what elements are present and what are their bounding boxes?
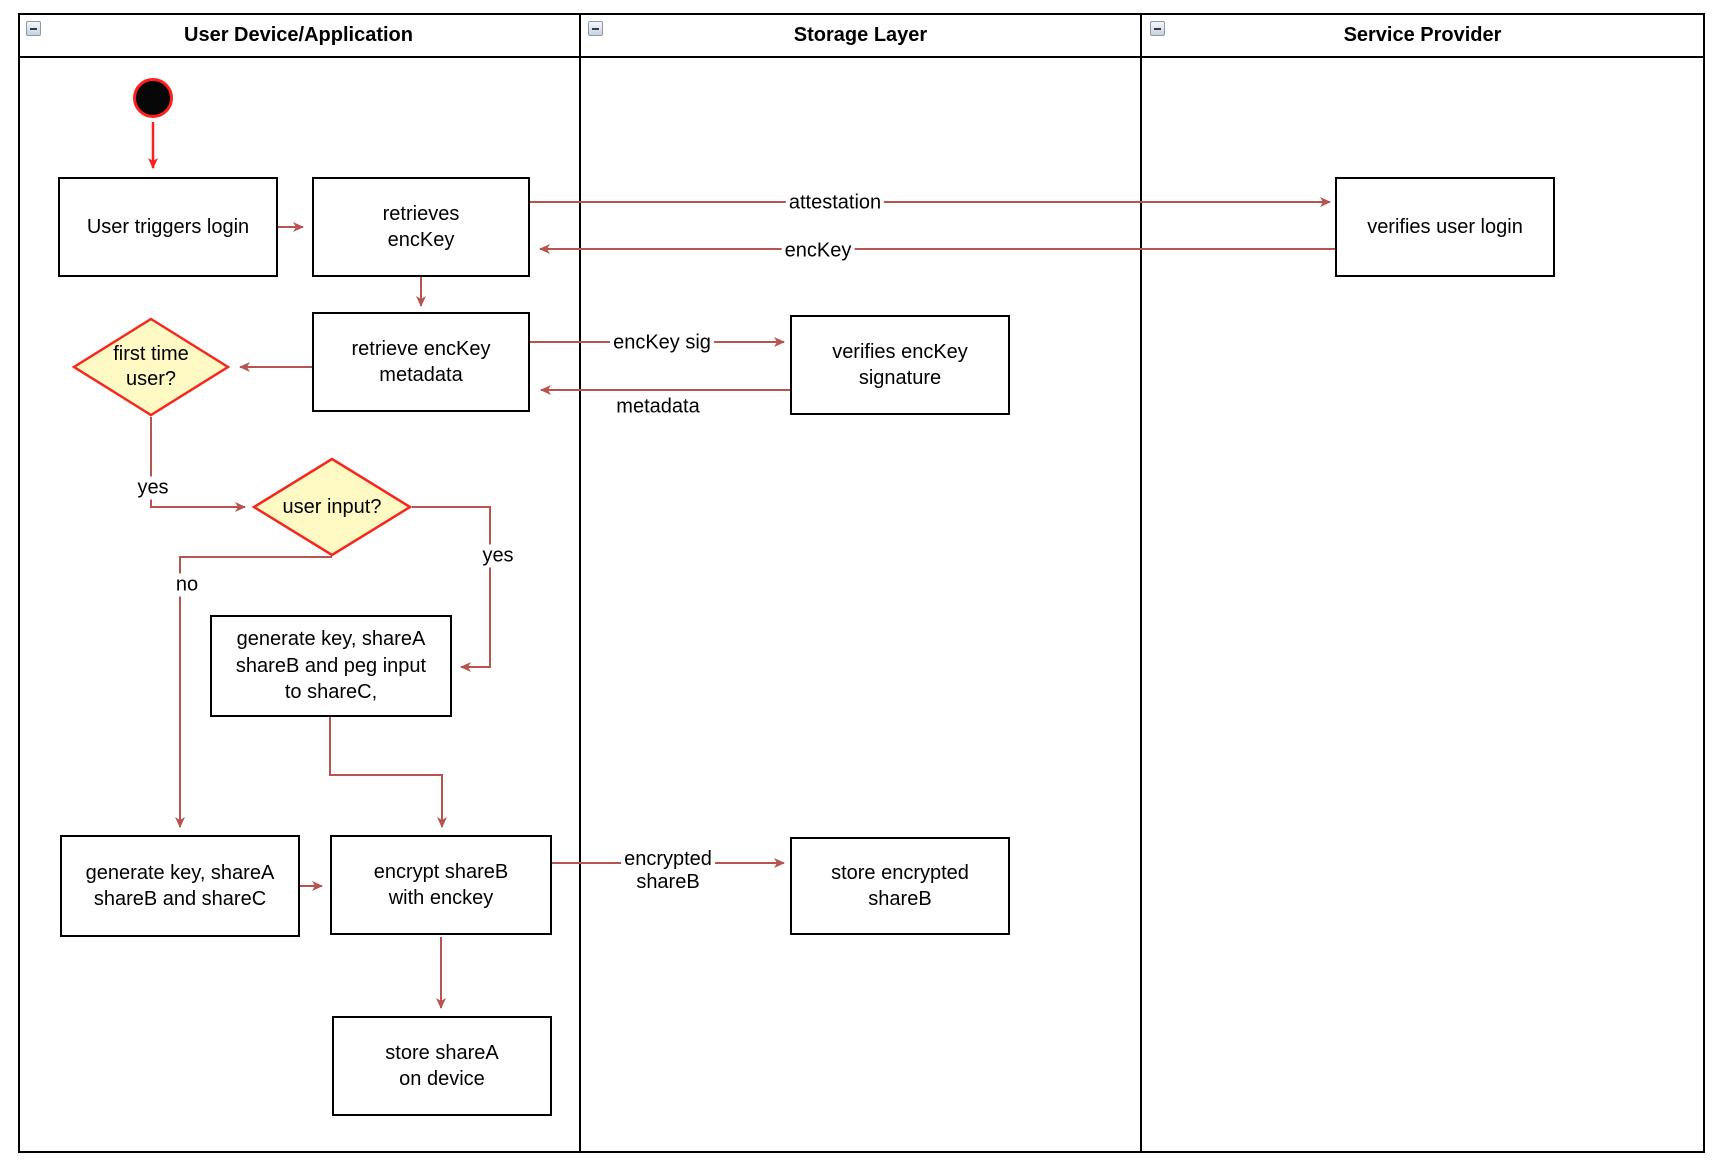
edge-label-yes-first-time: yes xyxy=(134,476,172,500)
node-label: store encrypted shareB xyxy=(831,861,969,910)
node-label: verifies user login xyxy=(1367,215,1523,238)
edge-label-enckey: encKey xyxy=(781,239,855,263)
node-label: generate key, shareA shareB and peg inpu… xyxy=(235,628,427,704)
connector-peg-to-encrypt xyxy=(329,717,447,828)
node-label: verifies encKey signature xyxy=(832,340,968,389)
diamond-shape xyxy=(252,457,412,557)
edge-label-enckey-sig: encKey sig xyxy=(610,331,714,355)
node-retrieve-enckey-metadata[interactable]: retrieve encKey metadata xyxy=(312,312,530,412)
diamond-shape xyxy=(72,317,230,417)
node-label: retrieve encKey metadata xyxy=(351,337,491,386)
node-label: encrypt shareB with enckey xyxy=(373,860,509,909)
node-label: User triggers login xyxy=(86,215,250,238)
minus-icon xyxy=(592,27,599,30)
node-generate-key-sharec[interactable]: generate key, shareA shareB and shareC xyxy=(60,835,300,937)
minus-icon xyxy=(30,27,37,30)
lane-title-user-device: User Device/Application xyxy=(184,24,413,46)
edge-label-yes-user-input: yes xyxy=(479,544,517,568)
node-encrypt-shareb[interactable]: encrypt shareB with enckey xyxy=(330,835,552,935)
initial-node[interactable] xyxy=(133,78,173,118)
node-verifies-enckey-signature[interactable]: verifies encKey signature xyxy=(790,315,1010,415)
edge-label-encrypted-shareb: encrypted shareB xyxy=(621,848,715,894)
edge-label-attestation: attestation xyxy=(785,191,885,215)
lane-header-underline xyxy=(18,56,1705,58)
collapse-icon[interactable] xyxy=(1150,21,1165,36)
node-user-triggers-login[interactable]: User triggers login xyxy=(58,177,278,277)
collapse-icon[interactable] xyxy=(588,21,603,36)
node-store-encrypted-shareb[interactable]: store encrypted shareB xyxy=(790,837,1010,935)
decision-label: user input? xyxy=(282,495,382,518)
decision-user-input[interactable]: user input? xyxy=(252,457,412,557)
connector-yes-to-peg-box xyxy=(412,506,491,672)
node-label: generate key, shareA shareB and shareC xyxy=(85,861,275,910)
lane-title-storage: Storage Layer xyxy=(793,24,928,46)
decision-label: first time user? xyxy=(113,343,189,390)
node-retrieves-enckey[interactable]: retrieves encKey xyxy=(312,177,530,277)
node-generate-key-peg-input[interactable]: generate key, shareA shareB and peg inpu… xyxy=(210,615,452,717)
minus-icon xyxy=(1154,27,1161,30)
lane-separator-2 xyxy=(1140,13,1142,1153)
node-label: retrieves encKey xyxy=(382,202,460,251)
node-store-sharea[interactable]: store shareA on device xyxy=(332,1016,552,1116)
lane-title-service: Service Provider xyxy=(1343,24,1502,46)
edge-label-no-user-input: no xyxy=(172,573,202,597)
connector-no-to-generate xyxy=(175,556,332,828)
collapse-icon[interactable] xyxy=(26,21,41,36)
connector-yes-to-user-input xyxy=(150,417,246,512)
lane-separator-1 xyxy=(579,13,581,1153)
node-label: store shareA on device xyxy=(385,1041,499,1090)
decision-first-time-user[interactable]: first time user? xyxy=(72,317,230,417)
edge-label-metadata: metadata xyxy=(613,395,703,419)
node-verifies-user-login[interactable]: verifies user login xyxy=(1335,177,1555,277)
